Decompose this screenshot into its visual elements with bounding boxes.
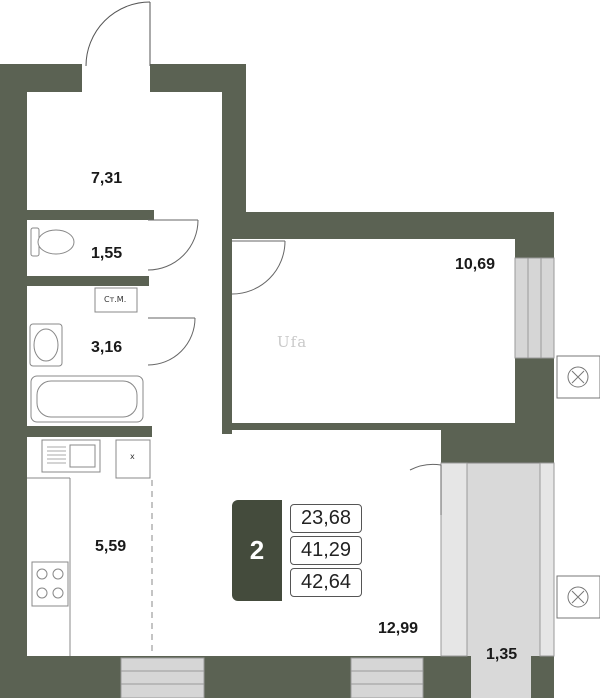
toilet-area: 1,55: [91, 245, 123, 262]
inner-walls: [27, 210, 471, 463]
bedroom-floor: [232, 239, 515, 423]
total-area-value: 41,29: [290, 536, 362, 565]
hallway-area: 7,31: [91, 170, 123, 187]
fridge-label: х: [130, 452, 135, 461]
area-values: 23,68 41,29 42,64: [282, 500, 366, 601]
bedroom-window: [514, 257, 555, 359]
bathroom-sink: [29, 323, 63, 367]
stove: [31, 561, 69, 607]
toilet-fixture: [30, 227, 75, 257]
room-interiors: [27, 60, 515, 656]
washing-machine: [94, 287, 138, 313]
room-count-badge: 2: [232, 500, 282, 601]
balcony: [440, 462, 555, 698]
kitchen-area: 5,59: [95, 538, 127, 555]
living-area-value: 23,68: [290, 504, 362, 533]
washer-label: Ст.М.: [104, 295, 127, 304]
total-with-balcony-value: 42,64: [290, 568, 362, 597]
bathroom-area: 3,16: [91, 339, 123, 356]
entry-door: [85, 1, 151, 67]
kitchen-counter: [27, 477, 153, 656]
kitchen-sink: [41, 439, 101, 473]
watermark-logo: Ufa: [277, 333, 308, 351]
windows: [120, 257, 555, 698]
balcony-area: 1,35: [486, 646, 518, 663]
living-window: [350, 657, 424, 698]
kitchen-window: [120, 657, 205, 698]
bedroom-area: 10,69: [455, 256, 496, 273]
ac-units: [556, 355, 600, 619]
living-area: 12,99: [378, 620, 419, 637]
fridge: [115, 439, 151, 479]
door-swings: [147, 219, 442, 515]
bathtub: [30, 375, 144, 423]
apartment-summary: 2 23,68 41,29 42,64: [232, 500, 366, 601]
